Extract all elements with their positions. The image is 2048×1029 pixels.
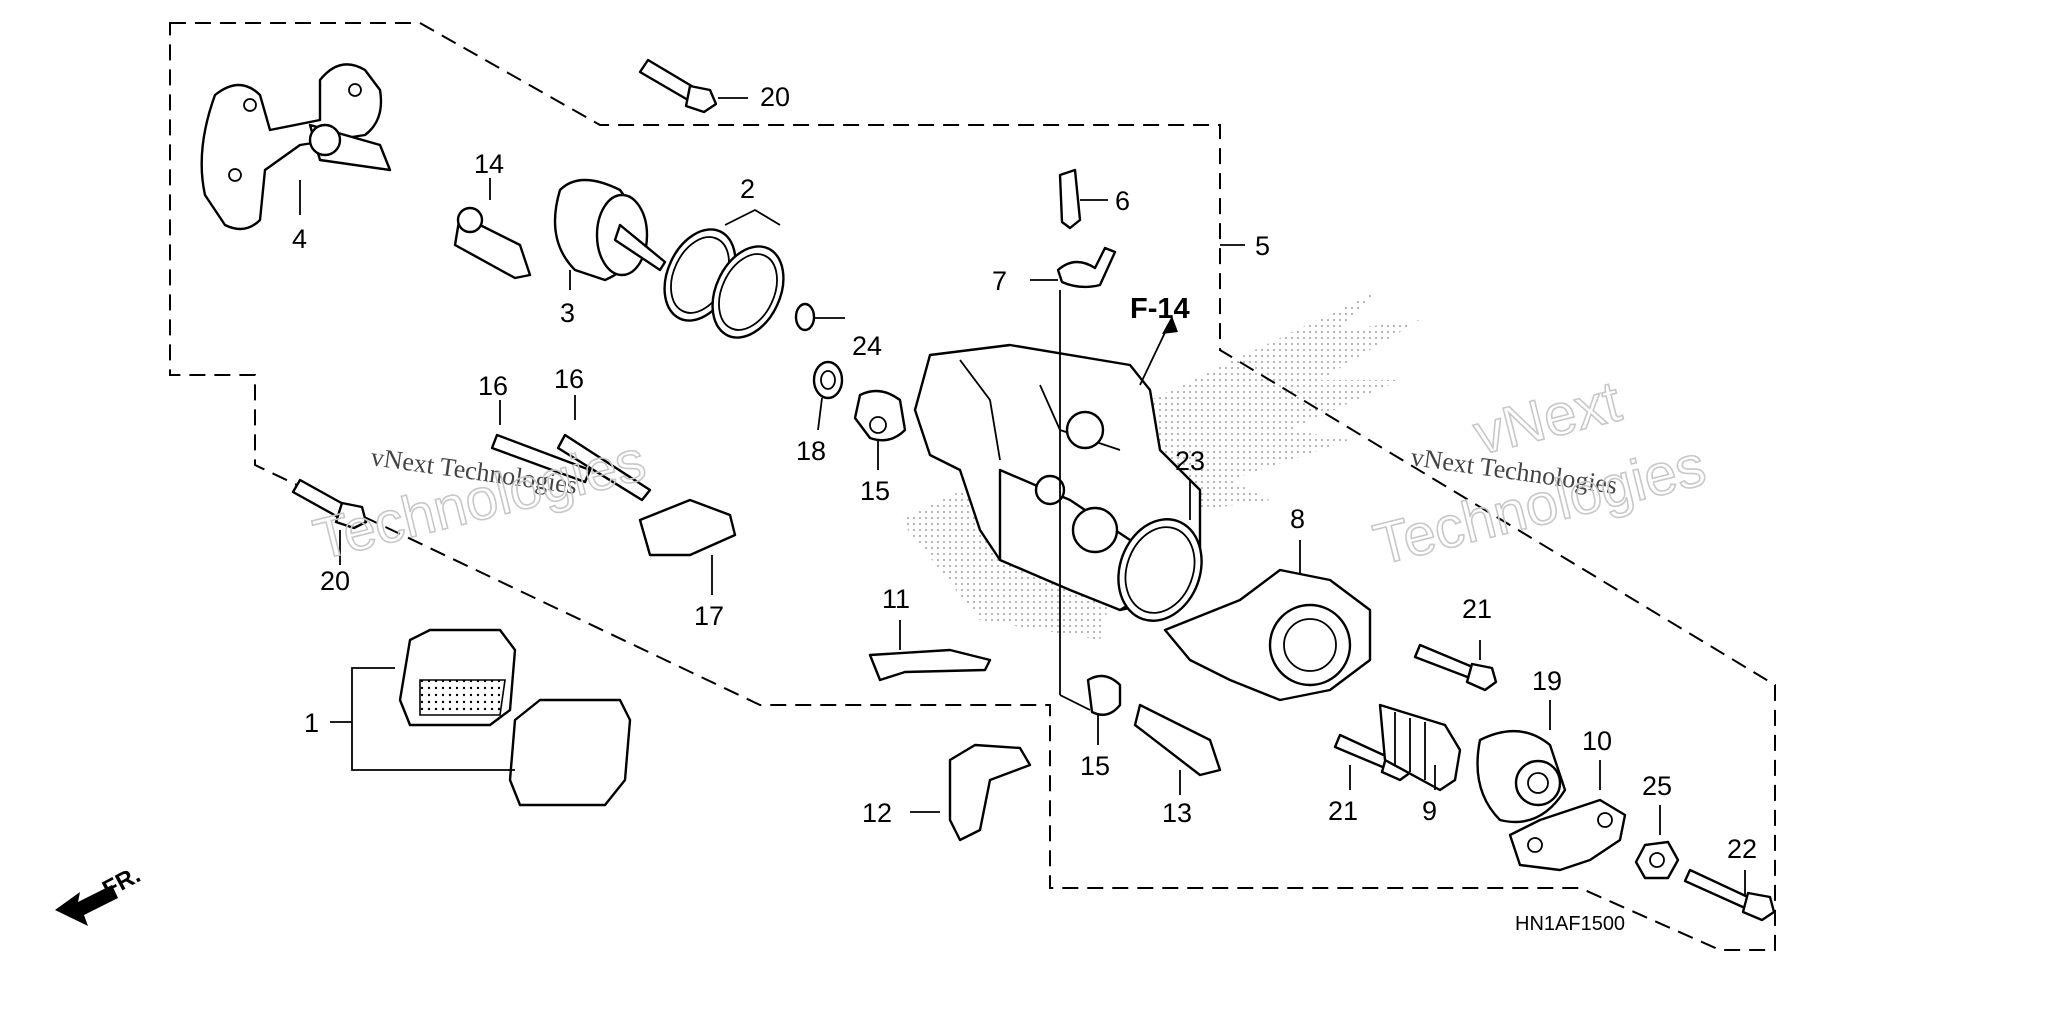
part-15-boot-lower — [1086, 674, 1122, 745]
callout-17: 17 — [694, 601, 724, 631]
callout-15-lower: 15 — [1080, 751, 1110, 781]
part-16-bolts — [490, 395, 652, 502]
callout-21-upper: 21 — [1462, 594, 1492, 624]
part-18-washer — [812, 360, 844, 431]
callout-13: 13 — [1162, 798, 1192, 828]
callout-12: 12 — [862, 798, 892, 828]
watermark-right-big-a: vNext — [1467, 369, 1627, 468]
part-3-piston — [553, 178, 667, 290]
part-2-seals — [663, 208, 785, 339]
callout-23: 23 — [1175, 446, 1205, 476]
part-9-boot — [1378, 703, 1462, 792]
callout-labels: 20 4 14 3 2 24 18 15 6 7 F-14 5 23 8 16 … — [98, 82, 1757, 935]
part-10-bracket — [1508, 760, 1627, 872]
callout-5: 5 — [1255, 231, 1270, 261]
callout-22: 22 — [1727, 834, 1757, 864]
callout-6: 6 — [1115, 186, 1130, 216]
part-24-ring — [794, 302, 816, 332]
part-1-pads — [330, 628, 632, 807]
callout-1: 1 — [304, 708, 319, 738]
callout-21-lower: 21 — [1328, 796, 1358, 826]
callout-3: 3 — [560, 298, 575, 328]
part-17-plate — [638, 498, 737, 595]
front-direction-arrow — [55, 885, 118, 926]
part-19-pad-spring — [1476, 700, 1567, 824]
part-22-bolt — [1683, 868, 1776, 922]
callout-15-upper: 15 — [860, 476, 890, 506]
part-14-pin — [453, 178, 532, 280]
part-4-bracket — [200, 63, 392, 231]
callout-8: 8 — [1290, 504, 1305, 534]
callout-7: 7 — [992, 266, 1007, 296]
part-7-cap — [1030, 246, 1117, 289]
callout-2: 2 — [740, 174, 755, 204]
reference-f14: F-14 — [1130, 293, 1190, 325]
callout-4: 4 — [292, 224, 307, 254]
part-15-boot-upper — [853, 389, 907, 470]
callout-10: 10 — [1582, 726, 1612, 756]
callout-11: 11 — [882, 584, 910, 614]
watermark-left-big: Technologies — [307, 428, 651, 573]
callout-20-top: 20 — [760, 82, 790, 112]
callout-14: 14 — [474, 149, 504, 179]
callout-9: 9 — [1422, 796, 1437, 826]
part-6-bleeder — [1058, 168, 1108, 230]
part-11-clip — [868, 620, 992, 682]
callout-25: 25 — [1642, 771, 1672, 801]
part-20-bolt-top — [638, 58, 748, 114]
callout-18: 18 — [796, 436, 826, 466]
reference-arrow — [1139, 316, 1178, 386]
assembly-outline — [169, 22, 1776, 951]
callout-16-right: 16 — [554, 364, 584, 394]
callout-24: 24 — [852, 331, 882, 361]
callout-19: 19 — [1532, 666, 1562, 696]
part-23-o-ring — [1117, 480, 1203, 622]
part-20-bolt-left — [291, 478, 368, 565]
part-8-support — [1163, 540, 1372, 702]
part-21-bolts — [1333, 640, 1498, 790]
callout-20-left: 20 — [320, 566, 350, 596]
callout-16-left: 16 — [478, 371, 508, 401]
part-25-nut — [1634, 805, 1680, 880]
part-13-pin — [1133, 703, 1222, 795]
part-12-bracket — [910, 743, 1032, 842]
diagram-code: HN1AF1500 — [1515, 913, 1625, 935]
